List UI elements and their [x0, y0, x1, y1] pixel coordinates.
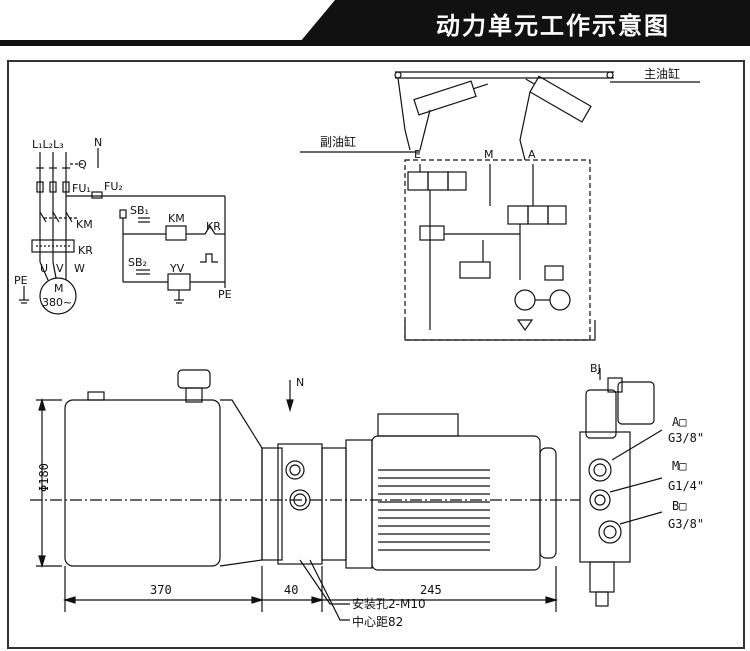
switch-q-label: Q: [78, 158, 87, 171]
phase-label: L₁L₂L₃: [32, 138, 64, 151]
main-cylinder-label: 主油缸: [644, 66, 680, 81]
mount-holes-label: 安装孔2-M10: [352, 596, 426, 611]
aux-cylinder-label: 副油缸: [320, 134, 356, 149]
port-a-thread-label: G3/8": [668, 431, 704, 445]
side-view-top-label: BJ: [590, 362, 601, 375]
sb1-label: SB₁: [130, 204, 149, 217]
n-direction-label: N: [296, 376, 304, 389]
mechanical-labels: N Φ180 370 40 245 安装孔2-M10 中心距82 BJ A□ G…: [37, 362, 704, 629]
electrical-labels: L₁L₂L₃ N Q FU₁ FU₂ KM KR SB₁ KM KR SB₂ Y…: [14, 136, 232, 309]
hydraulic-schematic: [300, 71, 700, 341]
kr-coil-label: KR: [206, 220, 221, 233]
header-rule: [0, 40, 750, 46]
port-a-mech-label: A□: [672, 415, 686, 429]
pe-right-label: PE: [218, 288, 232, 301]
km-contact-label: KM: [76, 218, 93, 231]
fu2-label: FU₂: [104, 180, 123, 193]
motor-m-label: M: [54, 282, 64, 295]
u-label: U: [40, 262, 48, 275]
dim-40-label: 40: [284, 583, 298, 597]
yv-label: YV: [169, 262, 185, 275]
fu1-label: FU₁: [72, 182, 91, 195]
w-label: W: [74, 262, 85, 275]
page-title: 动力单元工作示意图: [436, 12, 670, 40]
center-distance-label: 中心距82: [352, 614, 403, 629]
kr-contact-label: KR: [78, 244, 93, 257]
hydraulic-labels: 主油缸 副油缸 E M A: [320, 66, 680, 161]
port-a-label: A: [528, 148, 536, 161]
pe-left-label: PE: [14, 274, 28, 287]
port-m-thread-label: G1/4": [668, 479, 704, 493]
sb2-label: SB₂: [128, 256, 147, 269]
port-b-thread-label: G3/8": [668, 517, 704, 531]
dim-370-label: 370: [150, 583, 172, 597]
port-m-mech-label: M□: [672, 459, 686, 473]
port-m-label: M: [484, 148, 494, 161]
mechanical-drawing: [30, 368, 663, 621]
motor-voltage-label: 380~: [42, 296, 72, 309]
neutral-label: N: [94, 136, 102, 149]
dim-245-label: 245: [420, 583, 442, 597]
electrical-schematic: [19, 148, 226, 315]
km-coil-label: KM: [168, 212, 185, 225]
diameter-label: Φ180: [37, 463, 51, 492]
header-title-bar: [300, 0, 750, 42]
diagram-frame: [7, 60, 745, 649]
port-e-label: E: [414, 148, 421, 161]
port-b-mech-label: B□: [672, 499, 686, 513]
v-label: V: [56, 262, 64, 275]
